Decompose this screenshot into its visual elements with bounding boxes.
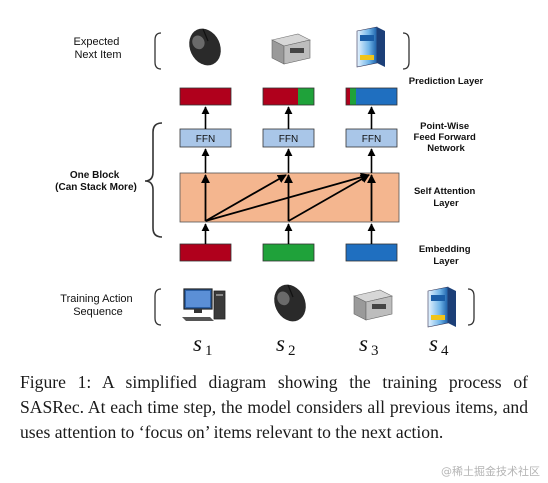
sasrec-diagram: Expected Next Item One Block (Can Stack … (55, 26, 484, 359)
prediction-box-3 (345, 87, 398, 106)
sequence-right-bracket (467, 288, 475, 326)
printer-icon (271, 33, 311, 65)
watermark: @稀土掘金技术社区 (441, 465, 540, 478)
svg-text:s: s (193, 331, 202, 356)
embedding-box-1 (179, 243, 232, 262)
svg-text:FFN: FFN (196, 134, 215, 145)
svg-text:s: s (359, 331, 368, 356)
ffn-input-arrows (201, 148, 376, 173)
prediction-box-2 (262, 87, 315, 106)
svg-text:1: 1 (205, 343, 213, 359)
computer-icon (182, 288, 226, 321)
svg-text:4: 4 (441, 343, 449, 359)
sequence-symbol-3: s 3 (359, 331, 379, 359)
ffn-layer-label: Point-Wise Feed Forward Network (414, 121, 479, 154)
sequence-symbol-4: s 4 (429, 331, 449, 359)
embedding-box-2 (262, 243, 315, 262)
expected-right-bracket (402, 32, 410, 70)
embedding-arrows (201, 223, 376, 244)
training-sequence-label: Training Action Sequence (60, 293, 135, 318)
ffn-box-3: FFN (345, 128, 398, 148)
sequence-symbol-2: s 2 (276, 331, 296, 359)
expected-left-bracket (154, 32, 162, 70)
one-block-label: One Block (Can Stack More) (55, 170, 137, 193)
prediction-layer-label: Prediction Layer (409, 76, 484, 87)
expected-next-item-label: Expected Next Item (74, 36, 123, 61)
svg-text:FFN: FFN (279, 134, 298, 145)
printer-icon-2 (353, 289, 393, 321)
attention-arrows (201, 172, 376, 222)
svg-text:2: 2 (288, 343, 296, 359)
sequence-symbol-1: s 1 (193, 331, 213, 359)
figure-caption: Figure 1: A simplified diagram showing t… (20, 372, 528, 442)
sequence-left-bracket (154, 288, 162, 326)
software-box-icon (356, 26, 385, 68)
mouse-icon-2 (274, 284, 306, 322)
svg-text:s: s (276, 331, 285, 356)
svg-text:s: s (429, 331, 438, 356)
embedding-box-3 (345, 243, 398, 262)
svg-text:3: 3 (371, 343, 379, 359)
software-box-icon-2 (427, 286, 456, 328)
prediction-box-1 (179, 87, 232, 106)
svg-text:FFN: FFN (362, 134, 381, 145)
block-curly-brace (144, 122, 163, 238)
ffn-box-1: FFN (179, 128, 232, 148)
embedding-layer-label: Embedding Layer (419, 244, 473, 267)
mouse-icon (189, 28, 221, 66)
self-attention-label: Self Attention Layer (414, 186, 478, 209)
ffn-box-2: FFN (262, 128, 315, 148)
prediction-arrows (201, 106, 376, 129)
